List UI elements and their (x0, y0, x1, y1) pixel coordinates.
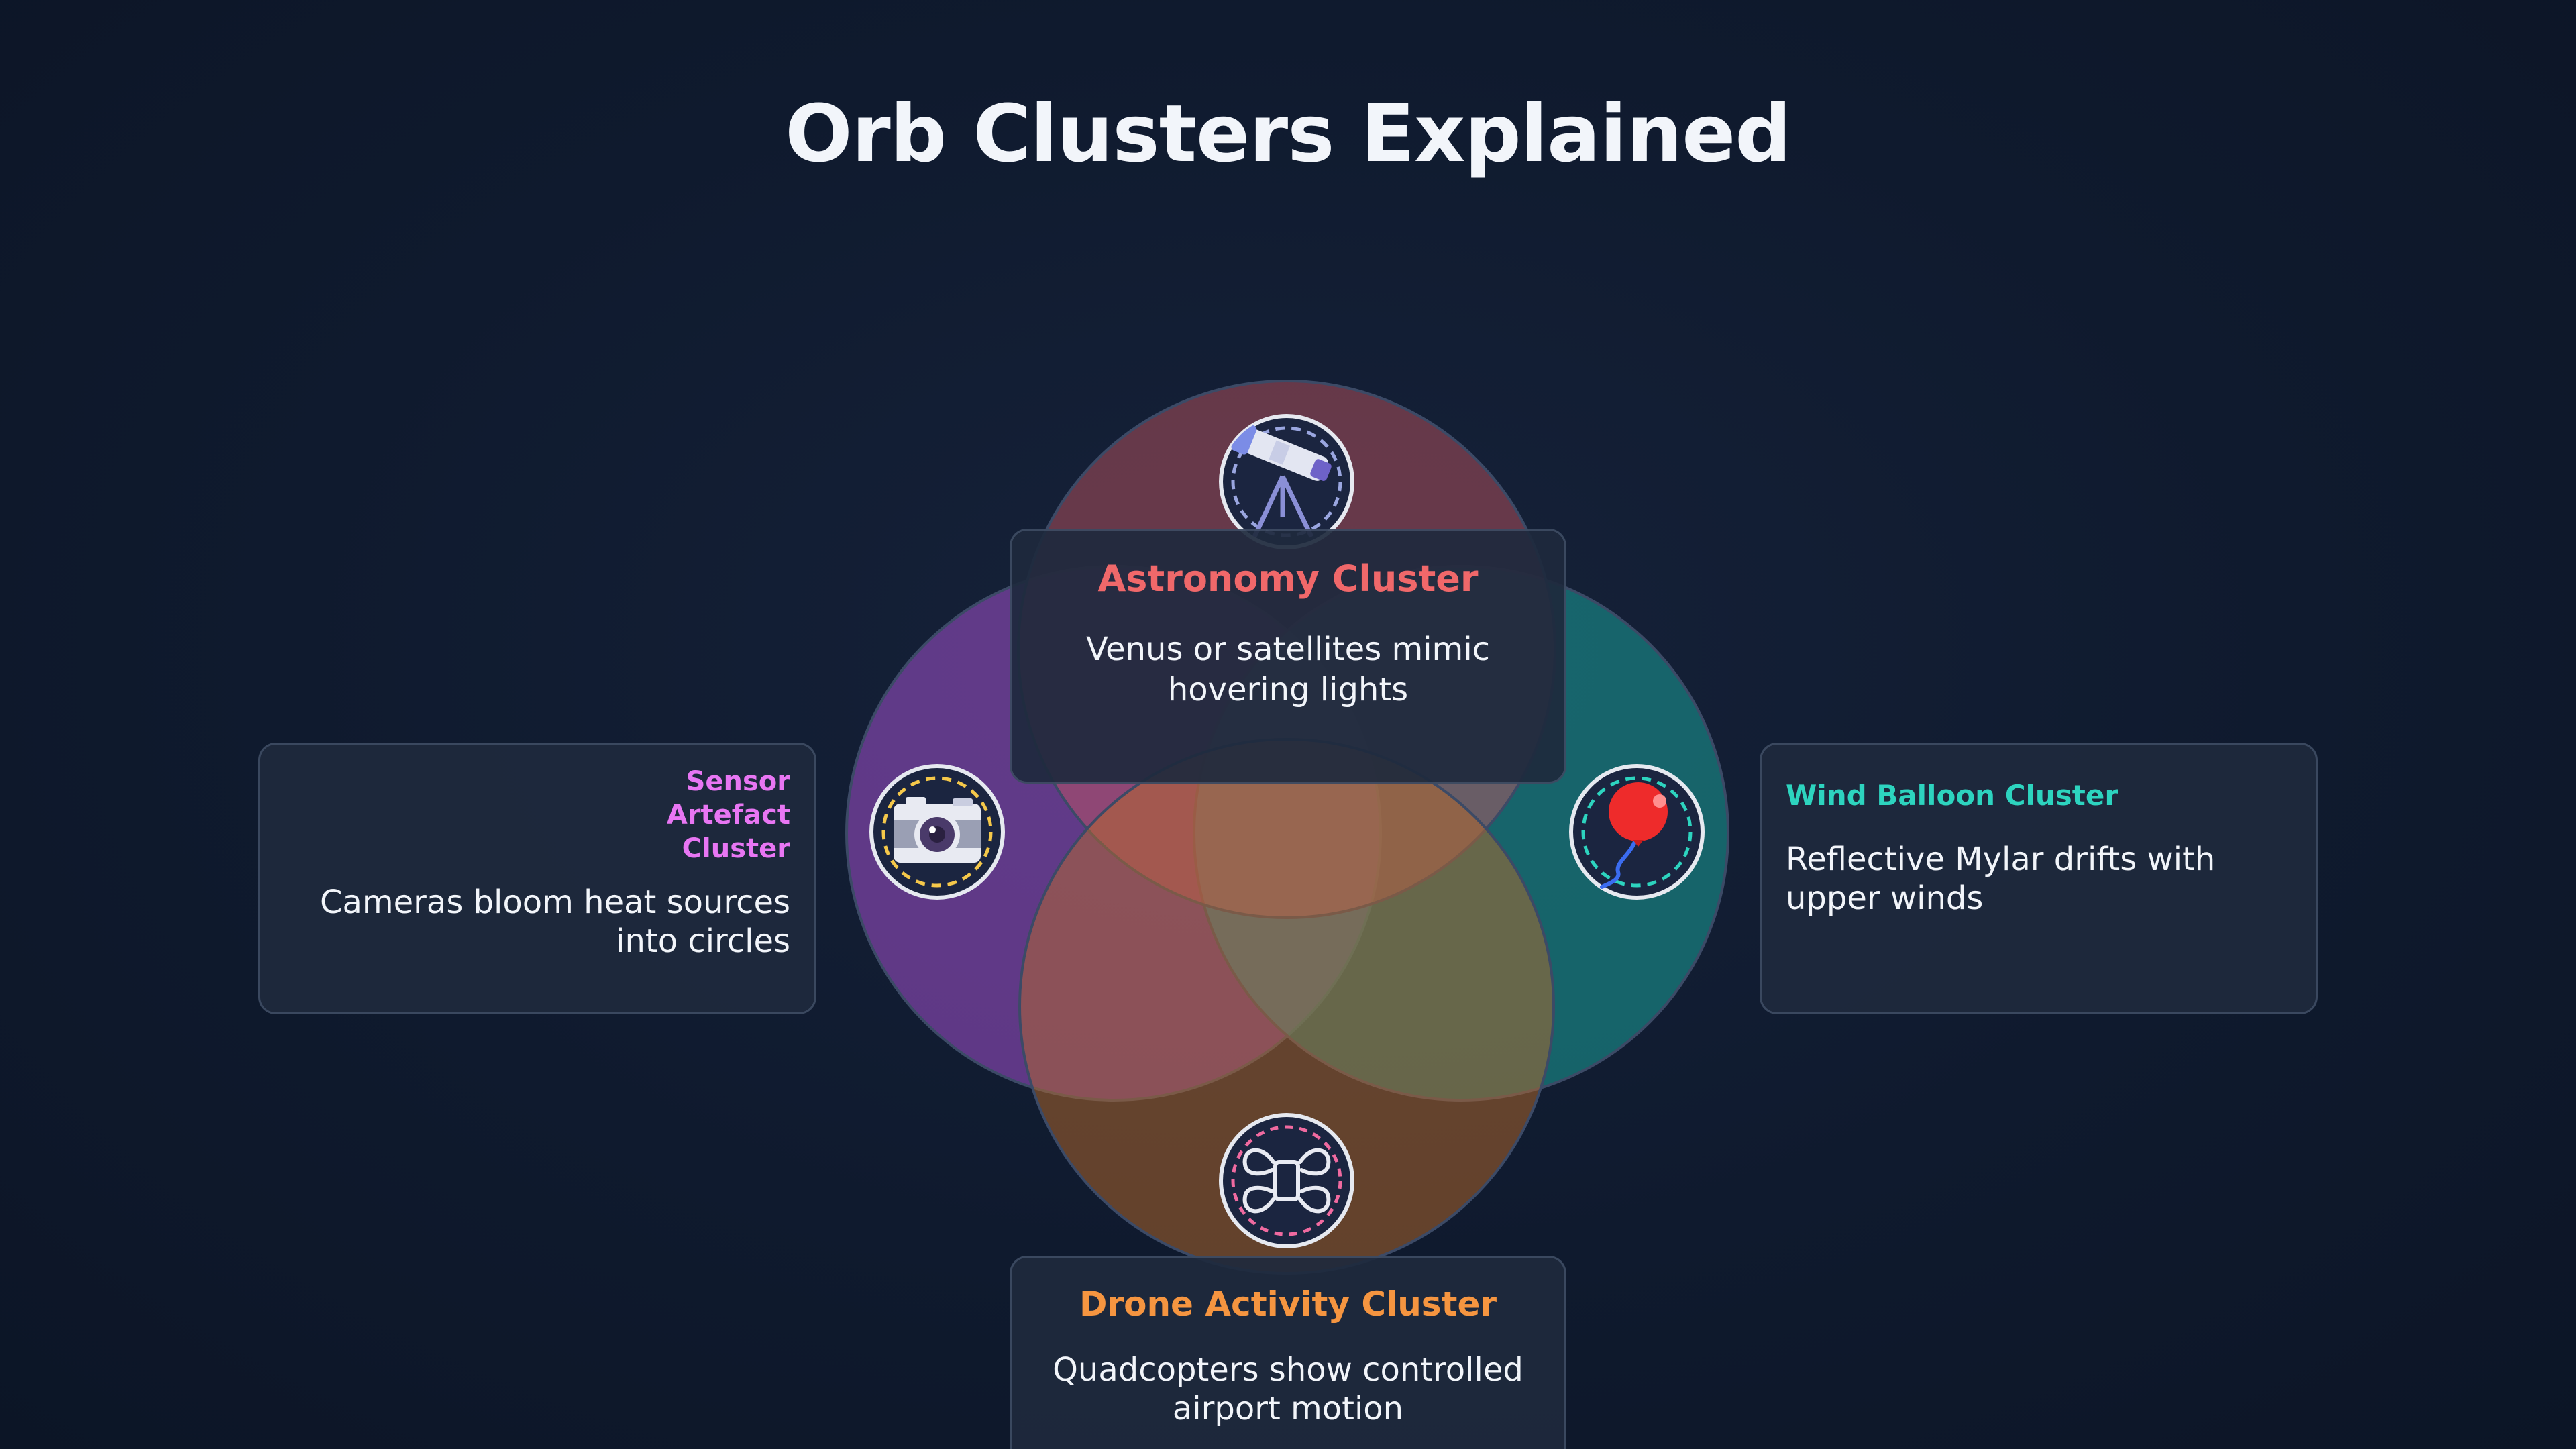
astronomy-cluster-title: Astronomy Cluster (1097, 557, 1479, 600)
drone-activity-cluster-card: Drone Activity Cluster Quadcopters show … (1010, 1256, 1566, 1449)
balloon-icon (1569, 764, 1705, 900)
camera-icon (869, 764, 1005, 900)
wind-balloon-cluster-description: Reflective Mylar drifts with upper winds (1786, 841, 2216, 917)
astronomy-cluster-card: Astronomy Cluster Venus or satellites mi… (1010, 529, 1566, 784)
sensor-artefact-cluster-description: Cameras bloom heat sources into circles (319, 883, 790, 960)
page-title: Orb Clusters Explained (785, 87, 1792, 180)
sensor-artefact-cluster-title: Sensor Artefact Cluster (666, 766, 790, 864)
telescope-icon (1219, 414, 1354, 549)
wind-balloon-cluster-title: Wind Balloon Cluster (1786, 779, 2119, 812)
wind-balloon-cluster-card: Wind Balloon Cluster Reflective Mylar dr… (1760, 743, 2318, 1014)
drone-activity-cluster-title: Drone Activity Cluster (1079, 1285, 1497, 1324)
drone-icon (1219, 1113, 1354, 1248)
astronomy-cluster-description: Venus or satellites mimic hovering light… (1085, 631, 1491, 708)
sensor-artefact-cluster-card: Sensor Artefact Cluster Cameras bloom he… (258, 743, 816, 1014)
drone-activity-cluster-description: Quadcopters show controlled airport moti… (1053, 1351, 1523, 1428)
